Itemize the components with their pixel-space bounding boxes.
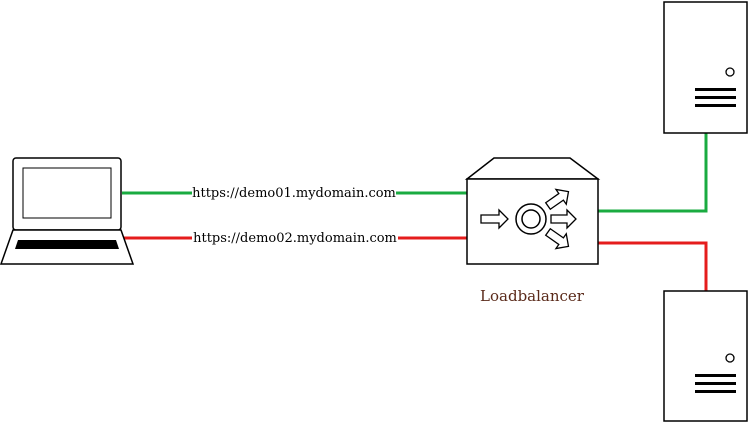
connection-demo01-url: https://demo01.mydomain.com xyxy=(192,186,396,201)
connection-demo01: https://demo01.mydomain.com xyxy=(122,133,708,213)
connection-demo02-line-server xyxy=(598,241,708,291)
server-bottom-icon xyxy=(663,290,748,422)
server-top-icon xyxy=(663,1,748,134)
connection-demo02-url: https://demo02.mydomain.com xyxy=(193,231,397,246)
connection-demo01-line-server xyxy=(598,133,708,213)
connection-demo02: https://demo02.mydomain.com xyxy=(122,231,708,291)
loadbalancer-icon xyxy=(464,157,601,265)
loadbalancer-label: Loadbalancer xyxy=(480,287,585,305)
laptop-icon xyxy=(0,157,135,265)
